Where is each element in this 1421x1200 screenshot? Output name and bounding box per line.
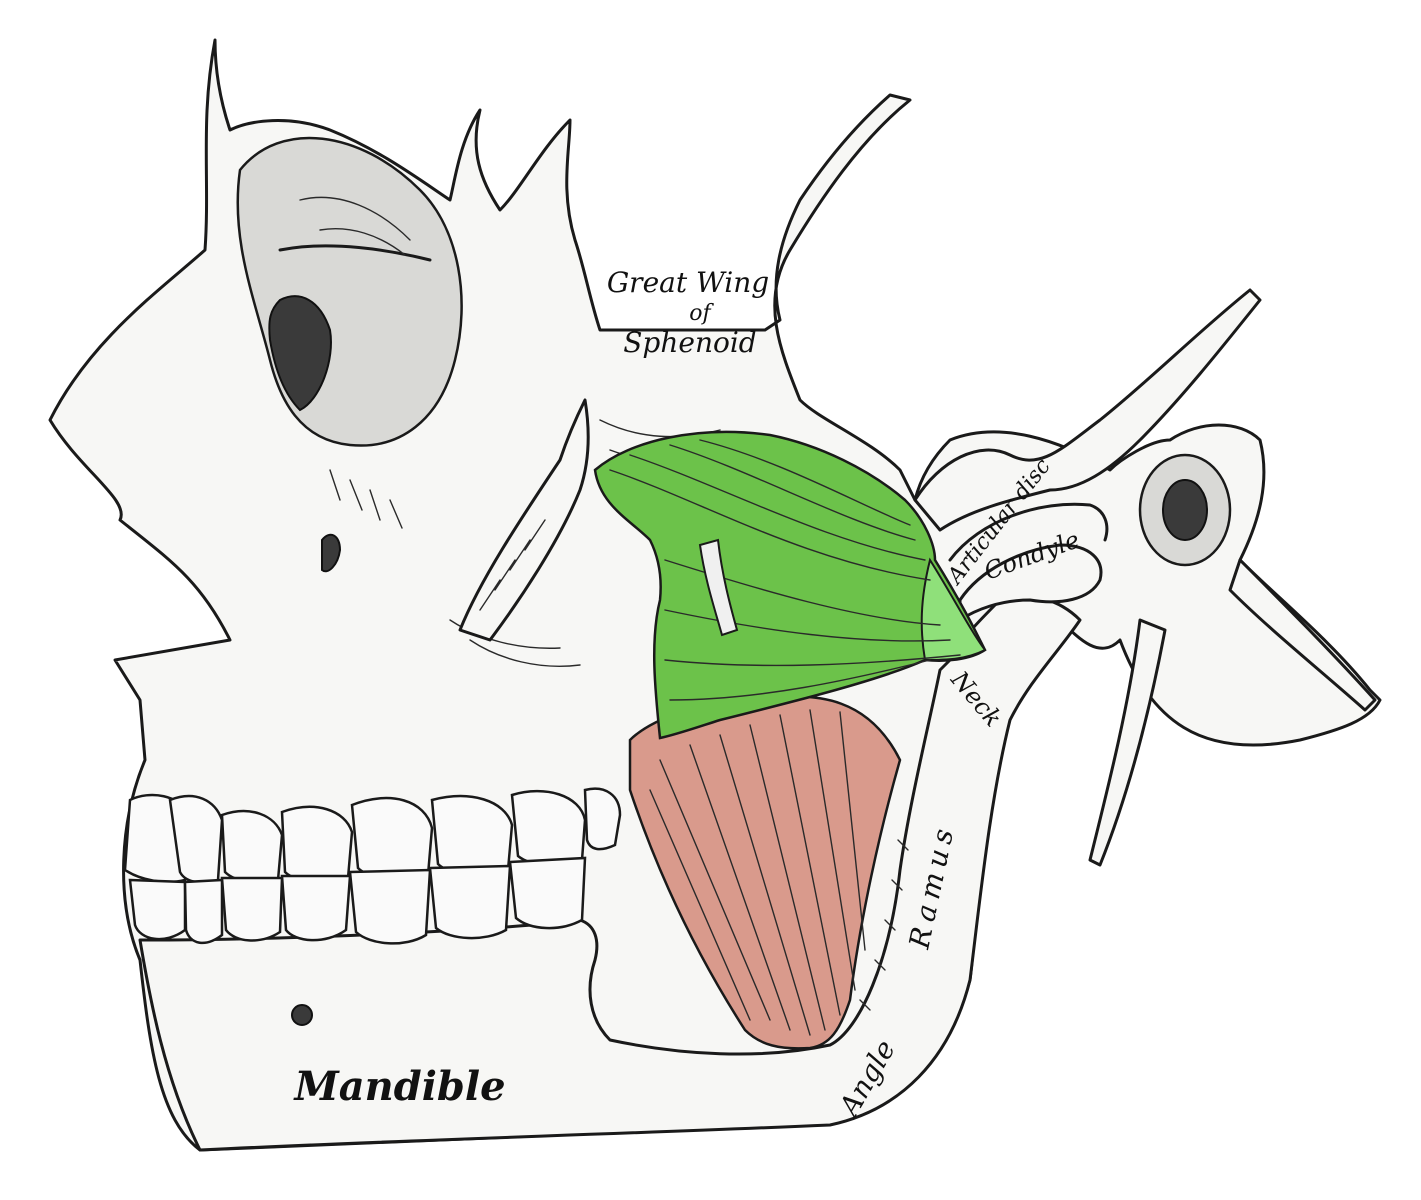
- zygomatic-bone: [458, 398, 590, 642]
- condyle-region: [948, 502, 1109, 622]
- lower-teeth: [128, 856, 587, 945]
- label-great-wing-1: Great Wing: [607, 266, 769, 299]
- ear-canal: [1138, 453, 1232, 567]
- lateral-pterygoid-muscle: [593, 430, 987, 740]
- label-great-wing-3: Sphenoid: [623, 326, 756, 359]
- label-great-wing-2: of: [689, 301, 714, 326]
- orbit: [236, 136, 463, 447]
- upper-teeth: [123, 787, 622, 884]
- styloid-process: [1088, 558, 1377, 867]
- label-mandible: Mandible: [292, 1063, 505, 1110]
- zygomatic-arch: [913, 288, 1262, 532]
